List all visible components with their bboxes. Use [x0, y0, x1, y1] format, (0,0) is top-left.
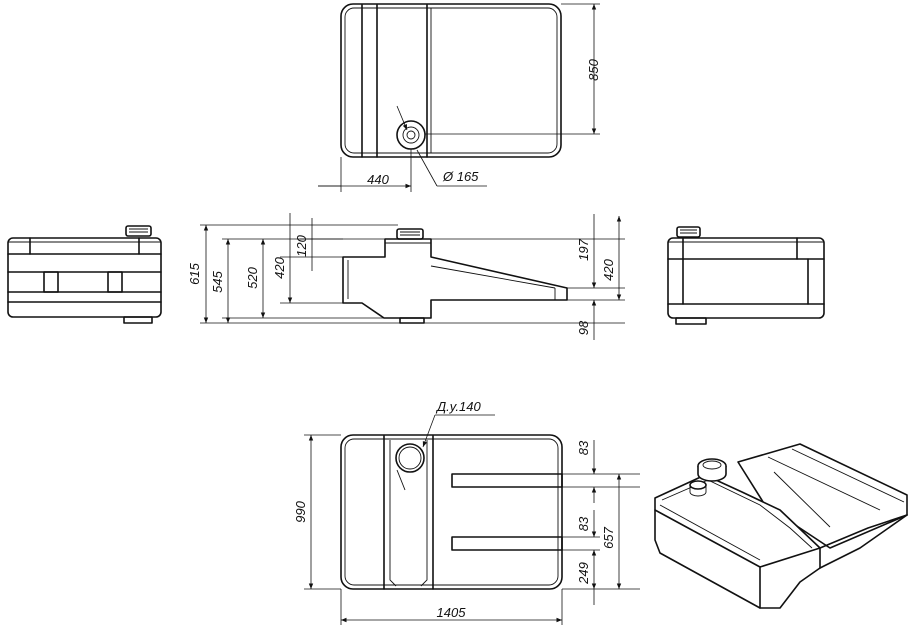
isometric-view [654, 443, 908, 609]
dim-83-top: 83 [576, 440, 591, 455]
top-view [340, 3, 562, 158]
label-du-140: Д.у.140 [435, 399, 481, 414]
dim-1405: 1405 [437, 605, 467, 620]
drain-outlet [395, 443, 425, 473]
dim-520: 520 [245, 266, 260, 288]
dim-545: 545 [210, 270, 225, 292]
side-view [342, 228, 568, 324]
dim-615: 615 [187, 262, 202, 284]
dim-249: 249 [576, 562, 591, 585]
dim-83-mid: 83 [576, 516, 591, 531]
filler-neck-top [396, 120, 426, 150]
dim-197: 197 [576, 238, 591, 260]
bottom-view [340, 434, 563, 590]
dim-990: 990 [293, 500, 308, 522]
dim-657: 657 [601, 526, 616, 548]
dim-420-right: 420 [601, 258, 616, 280]
top-dims [318, 3, 600, 192]
side-dims [200, 213, 625, 340]
left-end-view [7, 225, 162, 324]
dim-diameter-165: Ø 165 [442, 169, 479, 184]
filler-neck-iso [689, 458, 727, 497]
right-end-view [667, 226, 825, 325]
dim-440: 440 [367, 172, 389, 187]
dim-420-left: 420 [272, 256, 287, 278]
dim-850: 850 [586, 58, 601, 80]
dim-120: 120 [294, 234, 309, 256]
bottom-dims [304, 414, 640, 625]
dim-98: 98 [576, 320, 591, 335]
